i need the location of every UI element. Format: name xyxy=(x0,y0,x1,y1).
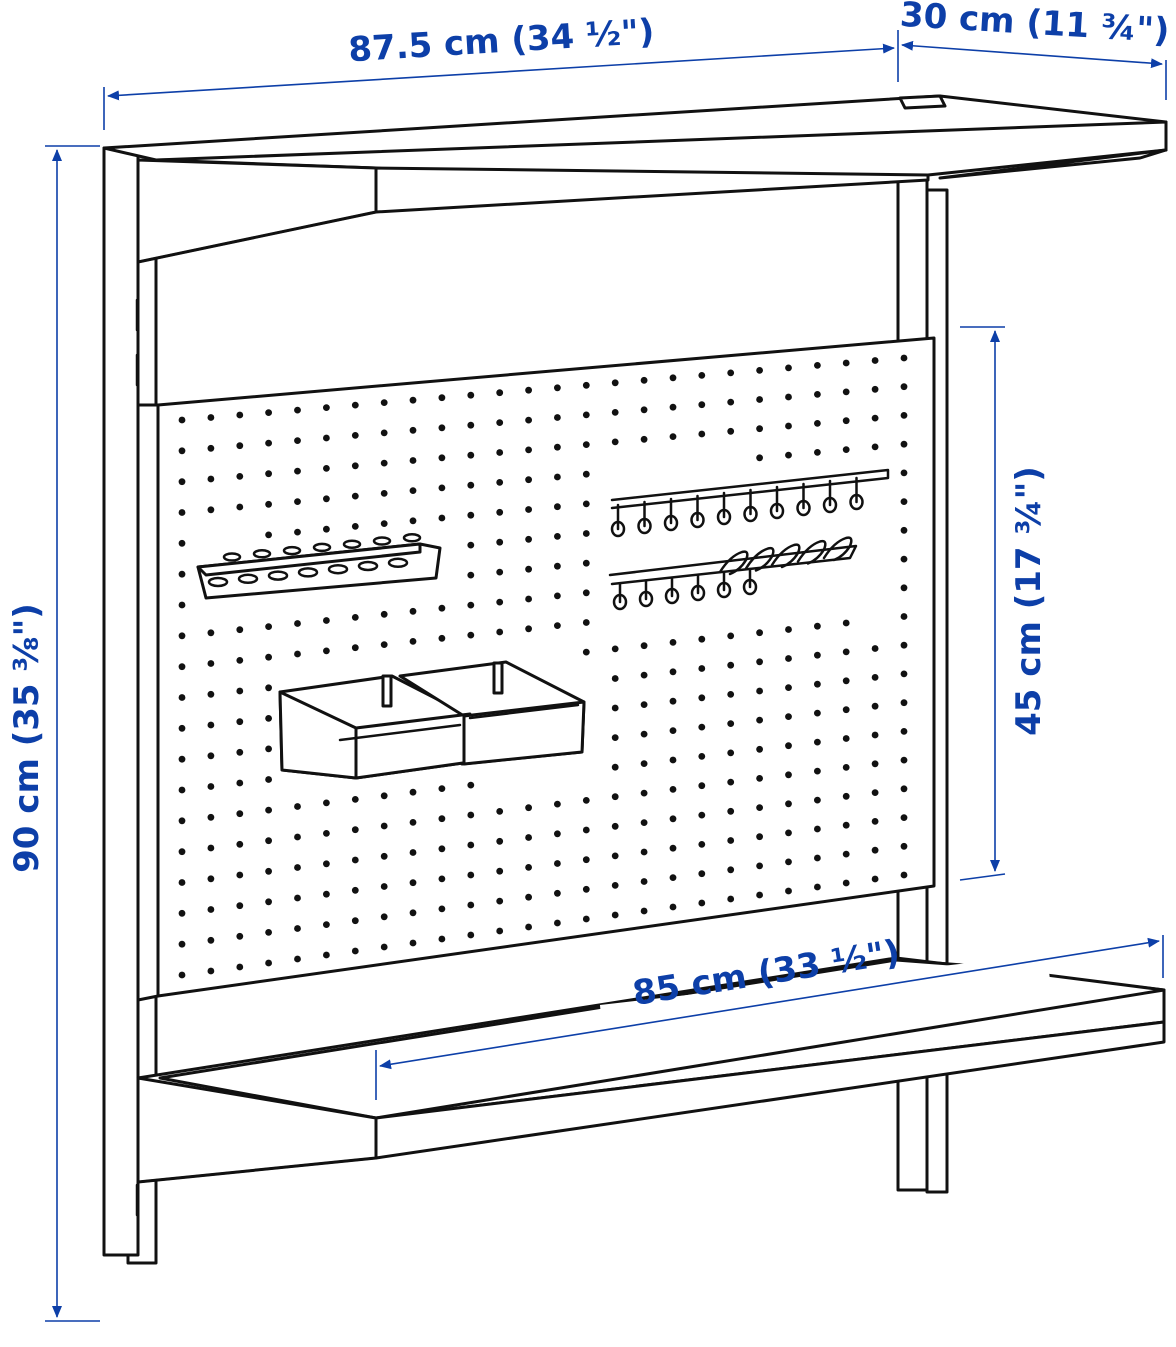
height-label: 90 cm (35 ⅜") xyxy=(7,603,47,873)
dimension-lines xyxy=(45,30,1167,1322)
pegboard-holes xyxy=(178,354,908,979)
depth-label: 30 cm (11 ¾") xyxy=(899,0,1171,51)
pegboard-height-label: 45 cm (17 ¾") xyxy=(1009,466,1049,736)
storage-boxes xyxy=(278,660,586,780)
pegboard xyxy=(136,336,936,1002)
pegboard-extension-bottom xyxy=(959,873,1006,881)
shelf-dimension-line xyxy=(379,937,1160,1070)
depth-dimension-line xyxy=(901,40,1163,69)
tool-holder xyxy=(196,533,442,600)
width-top-dimension-line xyxy=(107,43,895,101)
shelving-unit xyxy=(102,94,1168,1265)
top-shelf xyxy=(102,94,1168,264)
peg-hooks xyxy=(608,468,890,611)
left-upright xyxy=(102,146,140,1257)
width-top-label: 87.5 cm (34 ½") xyxy=(347,12,655,71)
